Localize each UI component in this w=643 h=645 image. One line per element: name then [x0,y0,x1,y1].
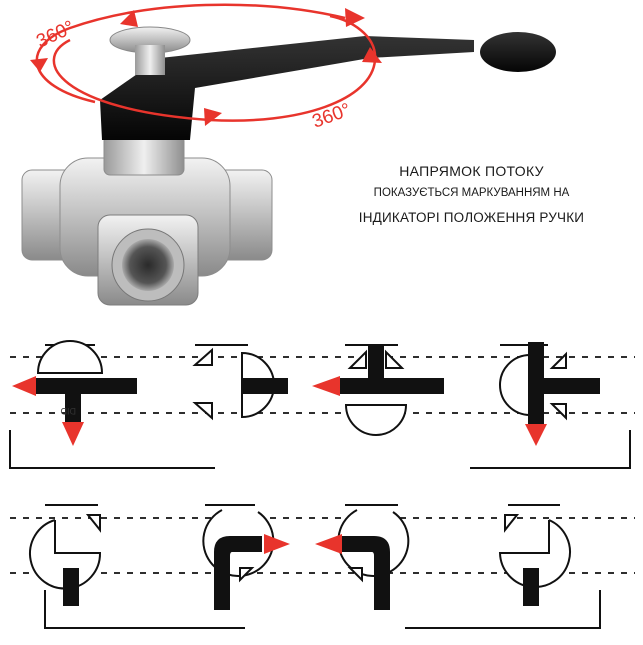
rotation-label-top: 360° [33,17,78,53]
flow-diagram-5 [29,514,102,606]
flow-diagram-6 [202,509,290,610]
port-marking: DID [60,406,76,416]
bracket-row1-left [9,430,215,469]
flow-diagram-3 [312,344,444,436]
bracket-row2-left [44,590,245,629]
caption-marking-note: ПОКАЗУЄТЬСЯ МАРКУВАННЯМ НА [373,187,570,199]
flow-diagram-2 [192,347,288,421]
bracket-row1-right [470,430,631,469]
caption-flow-direction: НАПРЯМОК ПОТОКУ [399,163,544,179]
caption-handle-indicator: ІНДИКАТОРІ ПОЛОЖЕННЯ РУЧКИ [358,210,585,225]
rotation-label-bottom: 360° [310,100,354,133]
ball-valve-illustration [21,26,556,306]
flow-diagram-8 [498,514,571,606]
flow-diagram-4 [499,342,600,446]
flow-diagram-7 [315,509,410,610]
rotation-arrowheads [30,8,382,126]
rotation-arrows [35,3,377,122]
flow-diagram-1: DID [12,340,137,446]
bracket-row2-right [405,590,601,629]
